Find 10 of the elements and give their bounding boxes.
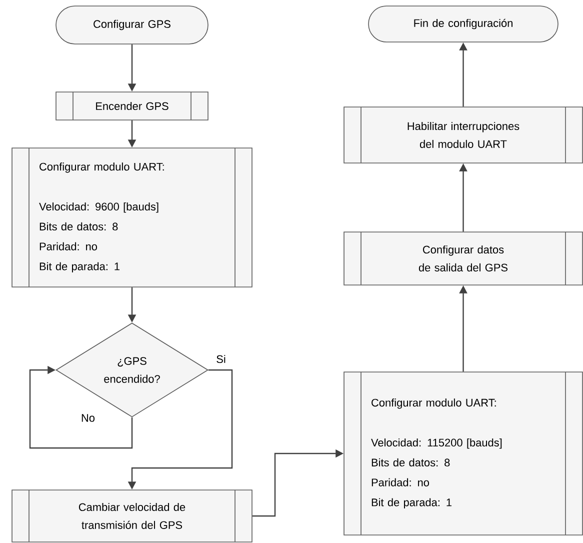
edge-label: Si bbox=[214, 353, 228, 364]
subprocess-box: Encender GPS bbox=[56, 92, 208, 120]
terminal-box: Configurar GPS bbox=[56, 6, 208, 44]
subprocess-box: Configurar modulo UART: Velocidad: 9600 [bauds] Bits de datos: 8 Paridad: no Bit de parada: 1 bbox=[12, 148, 252, 288]
subprocess-box: Habilitar interrupciones del modulo UART bbox=[344, 106, 583, 164]
arrow bbox=[29, 366, 133, 449]
terminal-box: Fin de configuración bbox=[368, 6, 558, 42]
subprocess-box: Configurar modulo UART: Velocidad: 115200 [bauds] Bits de datos: 8 Paridad: no Bit de parada: 1 bbox=[344, 372, 583, 536]
subprocess-box: Cambiar velocidad de transmisión del GPS bbox=[12, 490, 252, 542]
subprocess-box: Configurar datos de salida del GPS bbox=[344, 232, 583, 286]
